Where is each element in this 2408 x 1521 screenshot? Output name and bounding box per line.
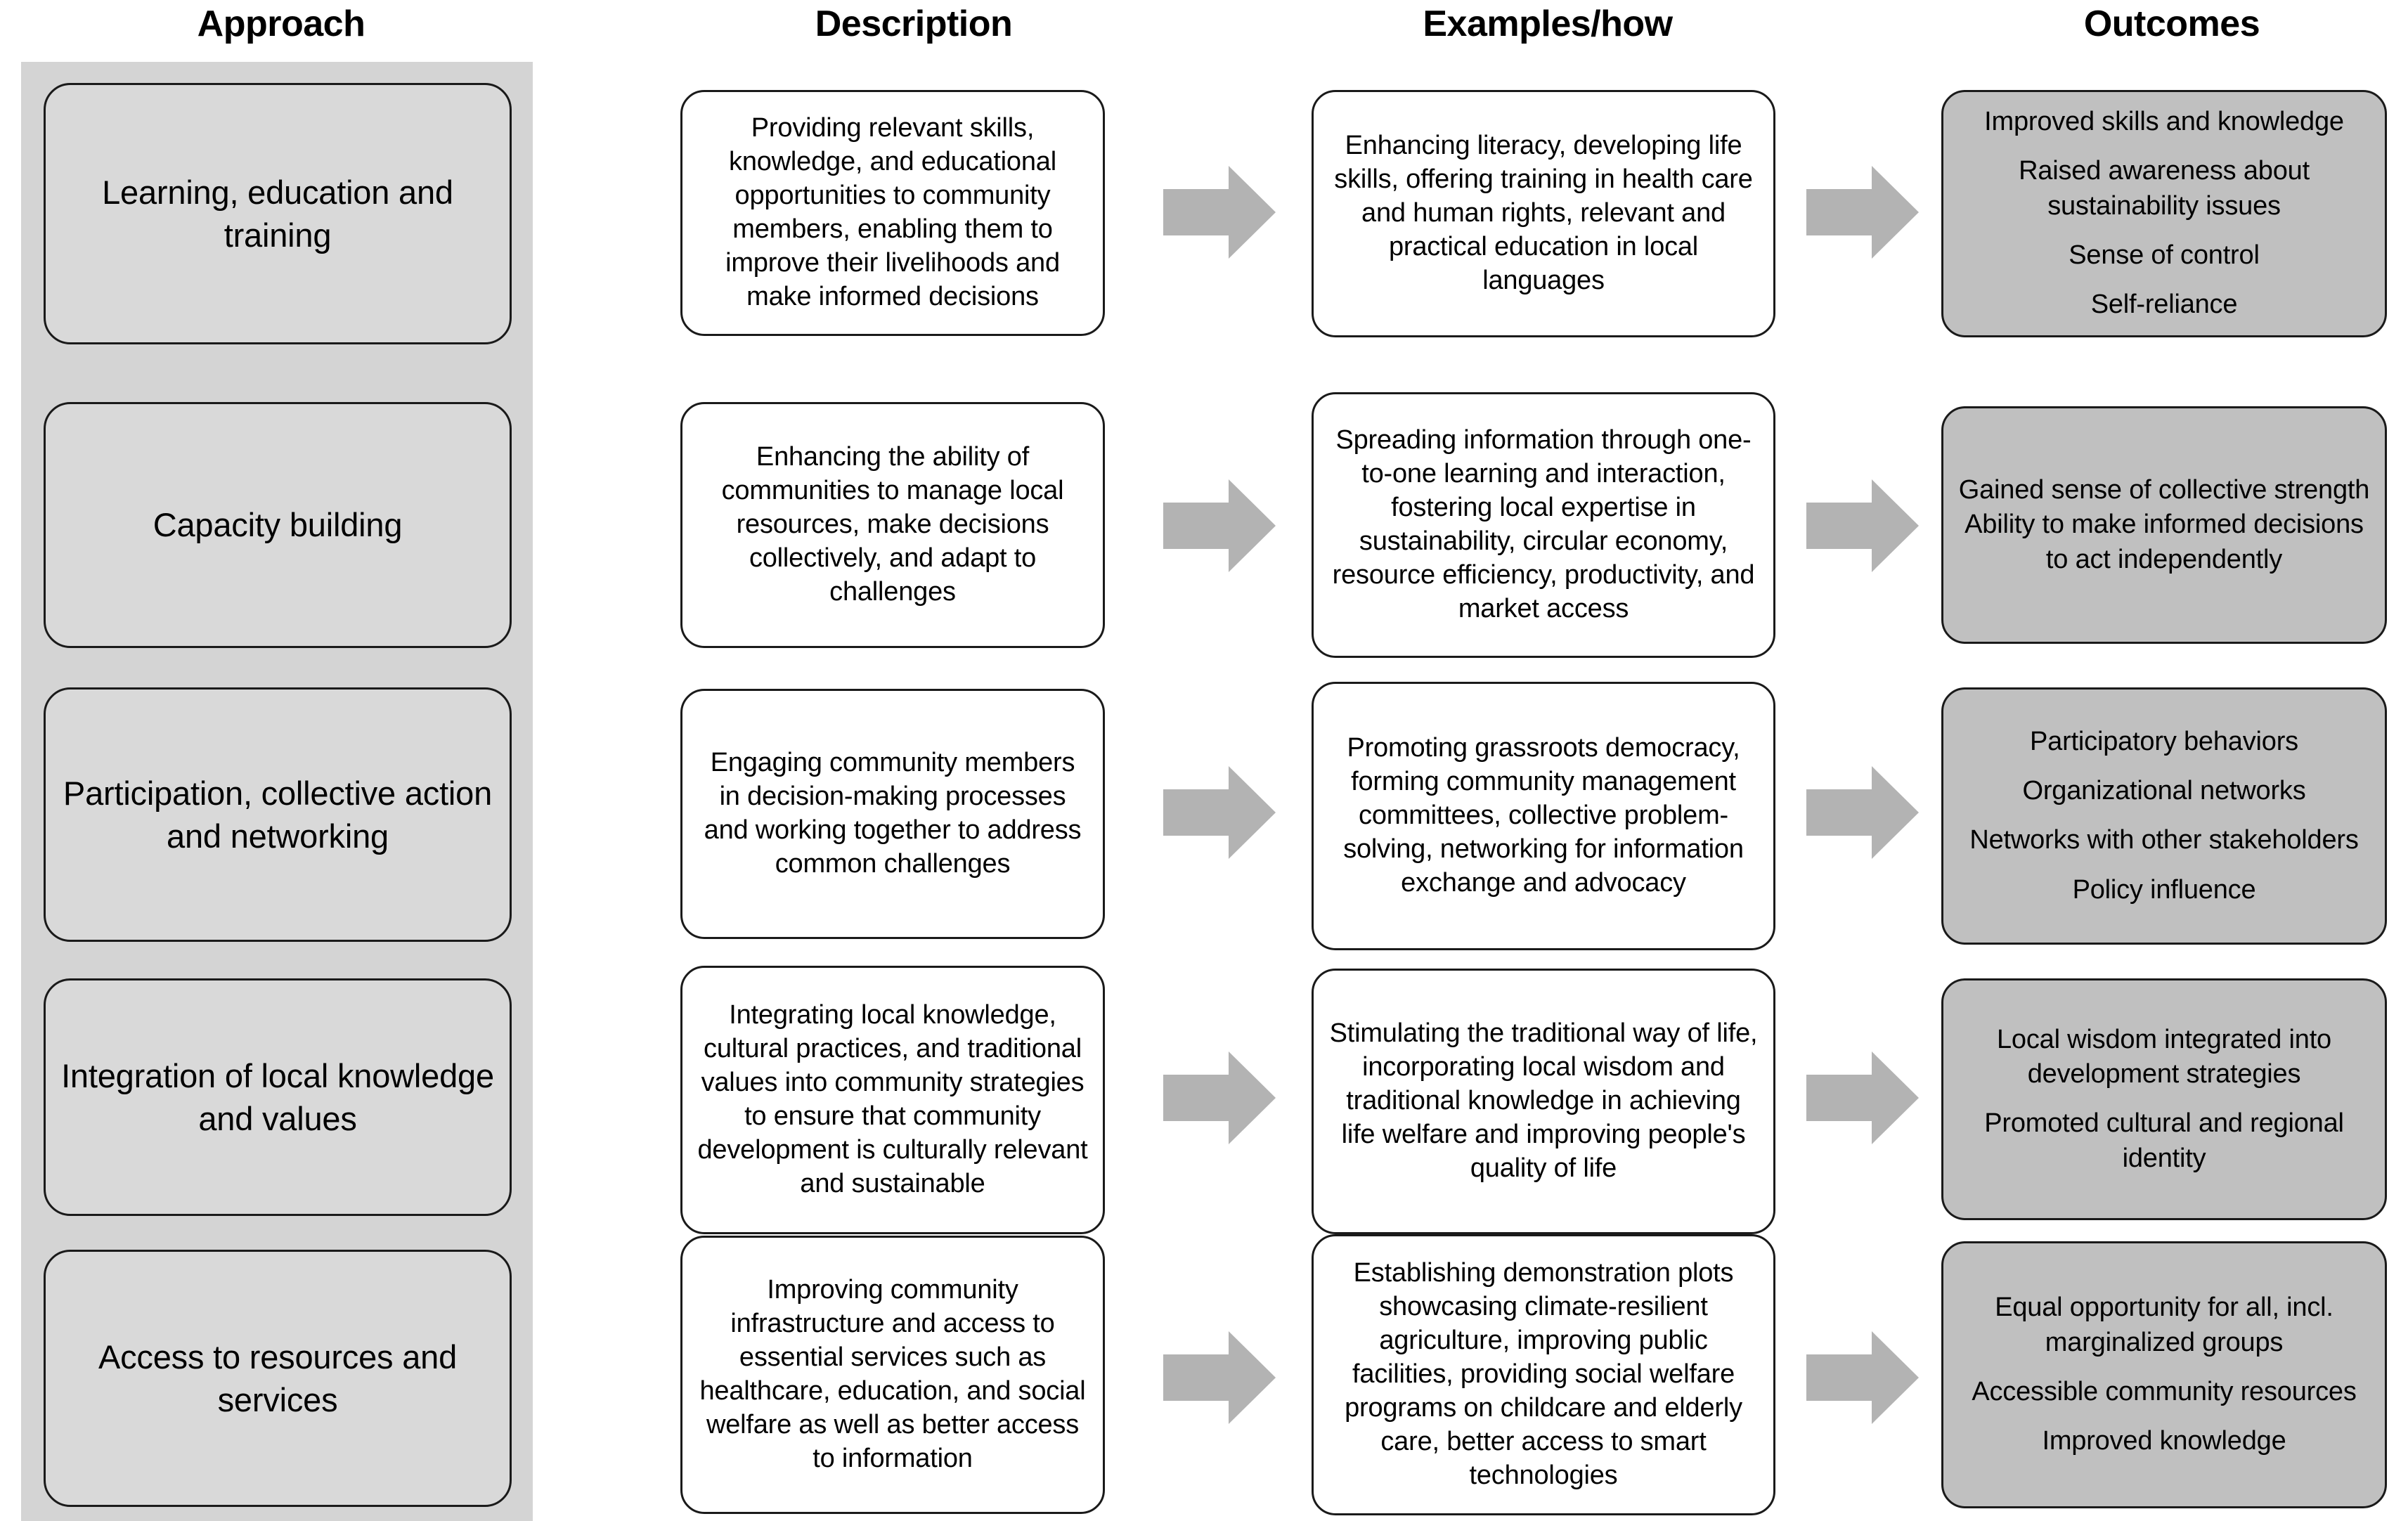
examples-text: Spreading information through one-to-one… [1332,425,1755,623]
outcome-item: Participatory behaviors [2030,726,2298,756]
description-text: Improving community infrastructure and a… [699,1275,1086,1473]
description-text: Enhancing the ability of communities to … [721,442,1064,607]
outcome-item: Improved skills and knowledge [1984,107,2344,137]
diagram-row: Capacity building Enhancing the ability … [0,392,2408,658]
examples-text: Promoting grassroots democracy, forming … [1343,733,1744,898]
approach-box[interactable]: Capacity building [44,402,512,648]
examples-box[interactable]: Establishing demonstration plots showcas… [1312,1234,1775,1515]
approach-label: Participation, collective action and net… [63,774,493,855]
examples-text: Establishing demonstration plots showcas… [1345,1258,1742,1490]
approach-label: Learning, education and training [102,173,453,254]
arrow-right-icon [1163,766,1276,859]
description-text: Providing relevant skills, knowledge, an… [725,113,1060,311]
outcome-item: Gained sense of collective strength [1958,474,2370,505]
arrow-right-icon [1806,479,1919,572]
outcome-item: Self-reliance [2090,290,2238,320]
examples-box[interactable]: Stimulating the traditional way of life,… [1312,969,1775,1234]
description-box[interactable]: Improving community infrastructure and a… [680,1236,1105,1514]
outcomes-box[interactable]: Equal opportunity for all, incl. margina… [1941,1241,2387,1508]
outcome-item: Raised awareness about sustainability is… [2019,156,2310,221]
diagram-row: Access to resources and services Improvi… [0,1234,2408,1515]
arrow-right-icon [1806,766,1919,859]
diagram-row: Participation, collective action and net… [0,682,2408,953]
approach-label: Integration of local knowledge and value… [61,1056,494,1137]
outcomes-list: Equal opportunity for all, incl. margina… [1957,1290,2371,1458]
outcomes-list: Local wisdom integrated into development… [1957,1023,2371,1176]
diagram-row: Learning, education and training Providi… [0,83,2408,358]
arrow-right-icon [1806,1331,1919,1424]
outcome-item: Organizational networks [2022,776,2306,806]
examples-text: Enhancing literacy, developing life skil… [1334,131,1753,295]
approach-box[interactable]: Participation, collective action and net… [44,687,512,942]
arrow-right-icon [1163,1331,1276,1424]
approach-box[interactable]: Integration of local knowledge and value… [44,978,512,1216]
approach-label: Access to resources and services [98,1338,458,1418]
approach-label: Capacity building [153,506,403,544]
column-header-examples: Examples/how [1423,4,1673,44]
approach-box[interactable]: Access to resources and services [44,1250,512,1507]
description-text: Engaging community members in decision-m… [704,748,1082,879]
arrow-right-icon [1163,166,1276,259]
column-header-outcomes: Outcomes [2083,4,2260,44]
outcome-item: Local wisdom integrated into development… [1996,1024,2331,1089]
arrow-right-icon [1163,1051,1276,1144]
outcome-item: Equal opportunity for all, incl. margina… [1995,1293,2333,1357]
column-header-description: Description [815,4,1013,44]
arrow-right-icon [1806,1051,1919,1144]
examples-box[interactable]: Enhancing literacy, developing life skil… [1312,90,1775,337]
approach-box[interactable]: Learning, education and training [44,83,512,344]
outcome-item: Accessible community resources [1972,1377,2357,1406]
diagram-row: Integration of local knowledge and value… [0,966,2408,1234]
description-text: Integrating local knowledge, cultural pr… [697,1000,1088,1198]
column-header-approach: Approach [197,4,365,44]
outcome-item: Promoted cultural and regional identity [1984,1108,2344,1173]
outcome-item: Improved knowledge [2042,1426,2286,1456]
description-box[interactable]: Enhancing the ability of communities to … [680,402,1105,648]
examples-box[interactable]: Spreading information through one-to-one… [1312,392,1775,658]
description-box[interactable]: Engaging community members in decision-m… [680,689,1105,939]
arrow-right-icon [1163,479,1276,572]
outcome-item: Networks with other stakeholders [1969,825,2359,855]
description-box[interactable]: Integrating local knowledge, cultural pr… [680,966,1105,1234]
examples-box[interactable]: Promoting grassroots democracy, forming … [1312,682,1775,950]
description-box[interactable]: Providing relevant skills, knowledge, an… [680,90,1105,336]
examples-text: Stimulating the traditional way of life,… [1329,1018,1758,1183]
outcomes-box[interactable]: Local wisdom integrated into development… [1941,978,2387,1220]
outcome-item: Sense of control [2069,240,2260,271]
arrow-right-icon [1806,166,1919,259]
outcome-item: Policy influence [2072,874,2256,905]
outcome-item: Ability to make informed decisions to ac… [1964,510,2364,574]
